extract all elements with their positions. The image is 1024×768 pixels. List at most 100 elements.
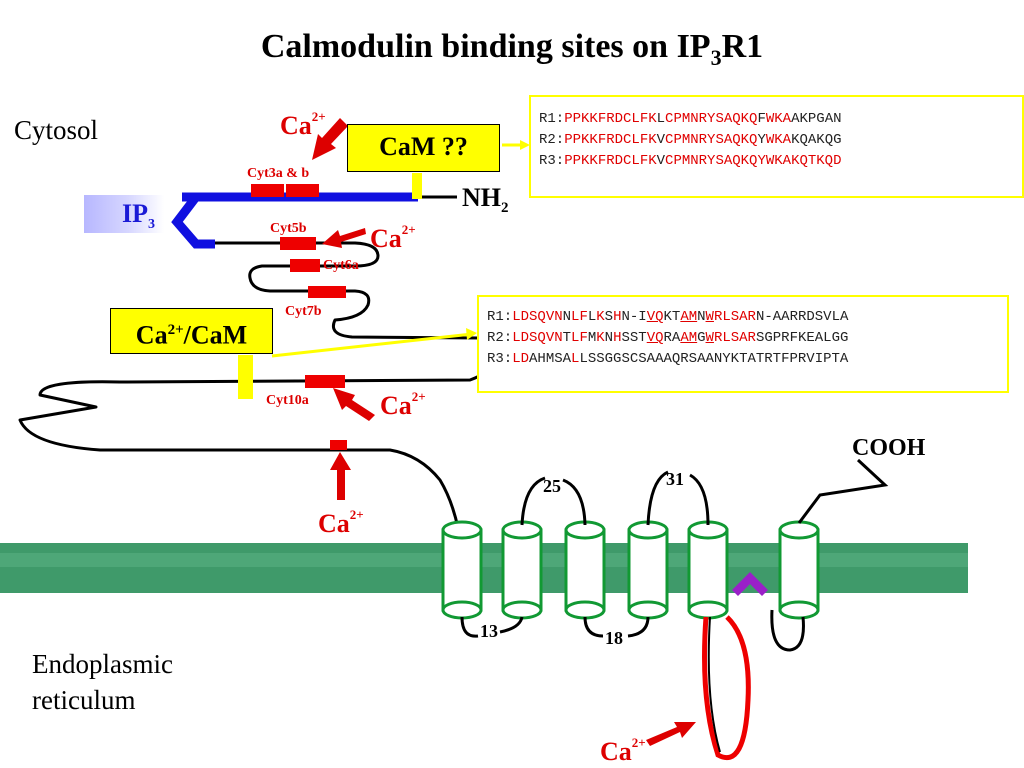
ca-cam-post: /CaM xyxy=(183,320,248,350)
loop-luminal-outer xyxy=(770,609,805,652)
loop-number-31: 31 xyxy=(666,469,684,489)
site-cyt7b xyxy=(308,286,346,298)
sequence-segment: LF xyxy=(571,309,588,325)
ca-cam-charge: 2+ xyxy=(167,322,184,338)
slide-title: Calmodulin binding sites on IP3R1 xyxy=(0,28,1024,71)
sequence-segment: W xyxy=(705,309,714,325)
sequence-segment: N xyxy=(604,330,614,346)
site-cyt3b xyxy=(286,184,319,197)
sequence-segment: SGPRFKEALGG xyxy=(755,330,849,346)
sequence-segment: H xyxy=(613,330,622,346)
pointer-arrow-2 xyxy=(466,328,477,340)
site-label-cyt5b: Cyt5b xyxy=(270,221,307,236)
sequence-segment: R1: xyxy=(487,309,513,325)
loop-number-18: 18 xyxy=(605,628,623,648)
loop-number-13: 13 xyxy=(480,621,498,641)
ca-label-5: Ca2+ xyxy=(600,735,646,766)
sequence-segment: AM xyxy=(680,309,698,325)
sequence-segment: AHMSA xyxy=(529,351,572,367)
sequence-segment: VQ xyxy=(646,309,664,325)
loop-number-25: 25 xyxy=(543,476,561,496)
cam-marker-1 xyxy=(412,173,422,199)
pointer-line-2 xyxy=(271,332,473,358)
helix-3 xyxy=(564,520,606,620)
ca-cam-box: Ca2+/CaM xyxy=(110,308,273,354)
sequence-segment: R3: xyxy=(539,153,565,169)
cytosol-label: Cytosol xyxy=(14,115,99,145)
ca-arrow-5 xyxy=(646,722,696,746)
sequence-segment: LDSQVN xyxy=(512,330,563,346)
ca-label-2: Ca2+ xyxy=(370,222,416,253)
membrane-loops xyxy=(460,458,889,652)
site-label-cyt3: Cyt3a & b xyxy=(247,166,309,181)
ca-arrow-1 xyxy=(312,118,348,160)
sequence-segment: L xyxy=(571,351,580,367)
sequence-segment: K xyxy=(596,309,605,325)
sequence-segment: R2: xyxy=(487,330,513,346)
sequence-segment: F xyxy=(757,111,766,127)
helix-4 xyxy=(627,520,669,620)
sequence-segment: H xyxy=(613,309,622,325)
ca-label-1: Ca2+ xyxy=(280,109,326,140)
sequence-segment: WKA xyxy=(765,111,792,127)
helix-5 xyxy=(687,520,729,620)
sequence-segment: KT xyxy=(663,309,681,325)
pore-loop-inner xyxy=(707,616,721,753)
sequence-segment: LD xyxy=(512,351,530,367)
er-membrane xyxy=(0,543,968,593)
sequence-line: R1:PPKKFRDCLFKLCPMNRYSAQKQFWKAAKPGAN xyxy=(539,109,1014,130)
ip3-ligand: IP3 xyxy=(84,195,164,233)
loop-luminal-2 xyxy=(583,616,650,638)
sequence-segment: AKPGAN xyxy=(791,111,842,127)
selectivity-filter xyxy=(732,572,768,596)
helix-6 xyxy=(778,520,820,620)
sequence-segment: R3: xyxy=(487,351,513,367)
sequence-segment: W xyxy=(705,330,714,346)
ca-label-3: Ca2+ xyxy=(380,389,426,420)
cytosolic-chain xyxy=(18,241,501,529)
site-label-cyt7b: Cyt7b xyxy=(285,304,322,319)
title-tail: R1 xyxy=(721,28,764,65)
title-subscript: 3 xyxy=(710,44,722,70)
sequence-segment: AM xyxy=(680,330,698,346)
ca-arrow-4 xyxy=(330,452,351,500)
sequence-segment: LSSGGSCSAAAQRSAANYKTATRTFPRVIPTA xyxy=(579,351,849,367)
loop-cytosolic-1 xyxy=(520,476,546,526)
transmembrane-helices xyxy=(441,520,820,620)
helix-2 xyxy=(501,520,543,620)
sequence-segment: CPMNRYSAQKQ xyxy=(665,132,758,148)
site-label-cyt6a: Cyt6a xyxy=(323,258,359,273)
nh2-label: NH2 xyxy=(462,183,509,216)
sequence-box-1: R1: PPKKFRDCLFK L CPMNRYSAQKQ FWKAAKPGAN R2:P… xyxy=(529,95,1024,198)
sequence-line: R1:LDSQVNNLFLKSHN-IVQKTAMNWRLSARN-AARRDS… xyxy=(487,307,999,328)
sequence-segment: RLSAR xyxy=(713,309,756,325)
cam-unknown-box: CaM ?? xyxy=(347,124,500,172)
sequence-segment: T xyxy=(562,330,572,346)
sequence-segment: R1: xyxy=(539,111,565,127)
sequence-segment: M xyxy=(587,330,597,346)
sequence-segment: N-I xyxy=(621,309,647,325)
sequence-line: R3:LDAHMSALLSSGGSCSAAAQRSAANYKTATRTFPRVI… xyxy=(487,349,999,370)
er-label: Endoplasmic reticulum xyxy=(32,649,173,715)
sequence-segment: S xyxy=(604,309,614,325)
sequence-segment: N xyxy=(562,309,572,325)
sequence-segment: K xyxy=(596,330,605,346)
sequence-segment: N xyxy=(697,309,706,325)
site-cyt6a xyxy=(290,259,320,272)
ca-arrow-3 xyxy=(333,388,375,421)
ca-label-4: Ca2+ xyxy=(318,507,364,538)
pointer-arrow-1 xyxy=(520,140,530,150)
sequence-segment: PPKKFRDCLFK xyxy=(564,153,657,169)
ca-arrow-2 xyxy=(322,228,366,248)
ca-cam-pre: Ca xyxy=(135,320,168,350)
sequence-segment: L xyxy=(656,111,666,127)
c-terminal-tail xyxy=(797,458,889,524)
sequence-segment: LF xyxy=(571,330,588,346)
sequence-line: R2:PPKKFRDCLFKVCPMNRYSAQKQYWKAKQAKQG xyxy=(539,130,1014,151)
er-membrane-highlight xyxy=(0,553,968,567)
sequence-segment: G xyxy=(697,330,706,346)
site-cyt3a xyxy=(251,184,284,197)
site-labels: Cyt3a & b Cyt5b Cyt6a Cyt7b Cyt10a xyxy=(247,166,359,408)
sequence-segment: RA xyxy=(663,330,681,346)
